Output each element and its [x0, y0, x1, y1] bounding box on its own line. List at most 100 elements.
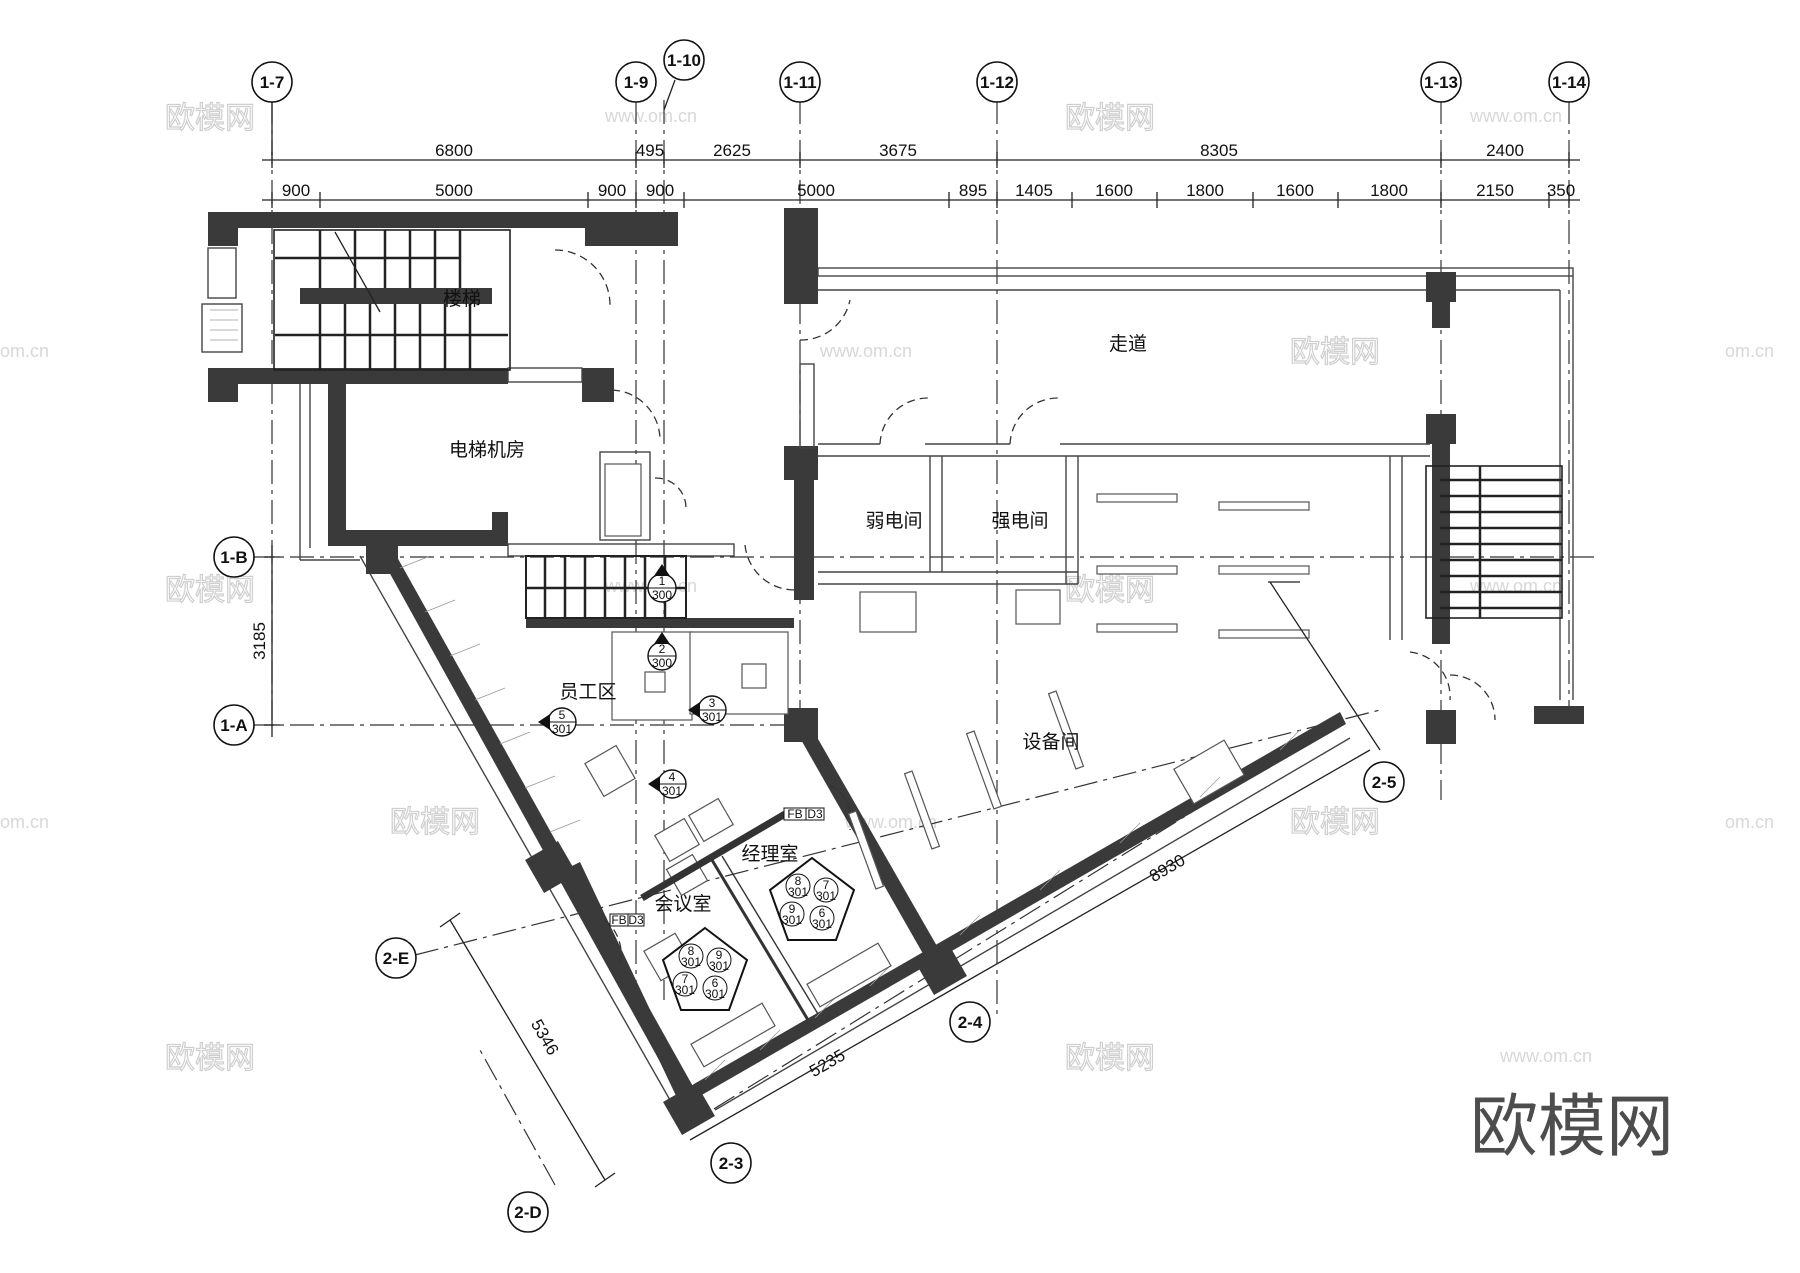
svg-text:9: 9 — [716, 948, 723, 962]
tag-fb-1: FB D3 — [783, 807, 825, 821]
svg-text:301: 301 — [788, 885, 808, 899]
index-marker-5: 5 301 — [538, 707, 577, 737]
watermark-url: om.cn — [0, 341, 49, 361]
dim-label: 1800 — [1186, 181, 1224, 200]
watermark-url: om.cn — [0, 812, 49, 832]
watermark-brand: 欧模网 — [1065, 101, 1155, 136]
axis-bubbles: 1-7 1-9 1-10 1-11 1-12 1-13 1-14 — [213, 39, 1590, 1233]
room-label-staff-area: 员工区 — [559, 681, 616, 703]
svg-text:2-3: 2-3 — [719, 1154, 744, 1173]
room-label-manager-office: 经理室 — [741, 843, 798, 865]
axis-bubble-1-B: 1-B — [213, 536, 255, 578]
svg-text:6: 6 — [712, 976, 719, 990]
watermark-brand: 欧模网 — [165, 101, 255, 136]
index-marker-2: 2 300 — [647, 632, 677, 671]
axis-bubble-1-14: 1-14 — [1548, 61, 1590, 103]
room-label-stair: 楼梯 — [443, 288, 481, 310]
dim-label: 1600 — [1276, 181, 1314, 200]
glazing-hatch — [399, 555, 1301, 1081]
svg-text:5235: 5235 — [806, 1046, 848, 1081]
index-marker-3: 3 301 — [688, 695, 727, 725]
room-labels: 电梯机房 走道 弱电间 强电间 员工区 设备间 经理室 会议室 — [449, 333, 1147, 915]
axis-bubble-1-7: 1-7 — [251, 61, 293, 155]
svg-text:7: 7 — [823, 878, 830, 892]
axis-bubble-1-10: 1-10 — [663, 39, 705, 111]
axis-bubble-2-3: 2-3 — [710, 1142, 752, 1184]
equipment-fixtures — [604, 463, 1381, 890]
watermark-url: www.om.cn — [1469, 106, 1562, 126]
watermark-brand: 欧模网 — [1065, 1041, 1155, 1076]
svg-text:8: 8 — [795, 874, 802, 888]
index-markers: 1 300 2 300 3 301 4 301 5 — [538, 564, 856, 1011]
walls — [208, 208, 1584, 1135]
dim-label: 900 — [282, 181, 310, 200]
svg-text:1-10: 1-10 — [667, 51, 701, 70]
watermark-url: www.om.cn — [604, 106, 697, 126]
dim-label: 6800 — [435, 141, 473, 160]
watermark-layer: 欧模网 www.om.cn 欧模网 www.om.cn om.cn www.om… — [0, 100, 1774, 1167]
room-label-corridor: 走道 — [1109, 333, 1147, 355]
svg-text:D3: D3 — [628, 913, 644, 927]
dim-label: 1600 — [1095, 181, 1133, 200]
watermark-url: www.om.cn — [1499, 1046, 1592, 1066]
dim-label: 895 — [959, 181, 987, 200]
svg-text:9: 9 — [789, 902, 796, 916]
stair-right — [1425, 465, 1563, 619]
svg-text:301: 301 — [552, 722, 572, 736]
dim-label: 350 — [1547, 181, 1575, 200]
watermark-brand-large: 欧模网 — [1470, 1088, 1674, 1167]
watermark-url: www.om.cn — [819, 341, 912, 361]
dimension-left: 3185 — [250, 545, 280, 737]
svg-text:301: 301 — [709, 959, 729, 973]
doors — [554, 249, 1496, 966]
watermark-url: om.cn — [1725, 341, 1774, 361]
axis-bubble-1-11: 1-11 — [779, 61, 821, 103]
svg-text:FB: FB — [611, 913, 626, 927]
dim-label: 8305 — [1200, 141, 1238, 160]
svg-text:2-D: 2-D — [514, 1203, 541, 1222]
room-label-strong-current: 强电间 — [991, 510, 1048, 532]
svg-text:1-14: 1-14 — [1552, 73, 1587, 92]
index-marker-4: 4 301 — [648, 769, 687, 799]
dim-label: 900 — [598, 181, 626, 200]
svg-text:1-B: 1-B — [220, 548, 247, 567]
dimension-oblique-left: 5346 — [439, 912, 616, 1188]
axis-bubble-2-5: 2-5 — [1363, 761, 1405, 803]
index-marker-1: 1 300 — [647, 564, 677, 603]
svg-text:301: 301 — [662, 784, 682, 798]
dim-label: 3185 — [250, 622, 269, 660]
dim-label: 5000 — [797, 181, 835, 200]
watermark-brand: 欧模网 — [390, 805, 480, 840]
axis-bubble-1-A: 1-A — [213, 704, 255, 746]
watermark-brand: 欧模网 — [1290, 805, 1380, 840]
svg-text:301: 301 — [675, 983, 695, 997]
dimension-oblique-right: 8930 — [959, 749, 1371, 986]
svg-text:301: 301 — [681, 955, 701, 969]
svg-text:3: 3 — [709, 696, 716, 710]
svg-text:5: 5 — [559, 708, 566, 722]
svg-text:1-11: 1-11 — [783, 73, 816, 92]
dim-label: 1405 — [1015, 181, 1053, 200]
svg-text:1-13: 1-13 — [1424, 73, 1458, 92]
svg-text:2-E: 2-E — [383, 949, 409, 968]
dim-label: 495 — [636, 141, 664, 160]
svg-text:1: 1 — [659, 574, 666, 588]
axis-bubble-1-12: 1-12 — [976, 61, 1018, 103]
svg-text:5346: 5346 — [527, 1016, 562, 1058]
room-label-equipment-room: 设备间 — [1022, 731, 1079, 753]
room-label-weak-current: 弱电间 — [865, 510, 922, 532]
watermark-brand: 欧模网 — [165, 573, 255, 608]
svg-text:300: 300 — [652, 656, 672, 670]
svg-text:1-9: 1-9 — [624, 73, 649, 92]
watermark-brand: 欧模网 — [165, 1041, 255, 1076]
dimension-row-detail: 900 5000 900 900 5000 895 1405 1600 1800… — [262, 181, 1580, 208]
stair-center — [525, 555, 687, 619]
svg-text:1-A: 1-A — [220, 716, 247, 735]
office-partitions — [640, 810, 819, 1021]
stair-top-left: 楼梯 — [273, 229, 511, 371]
room-label-elevator-room: 电梯机房 — [449, 439, 525, 461]
axis-bubble-2-E: 2-E — [375, 937, 417, 979]
